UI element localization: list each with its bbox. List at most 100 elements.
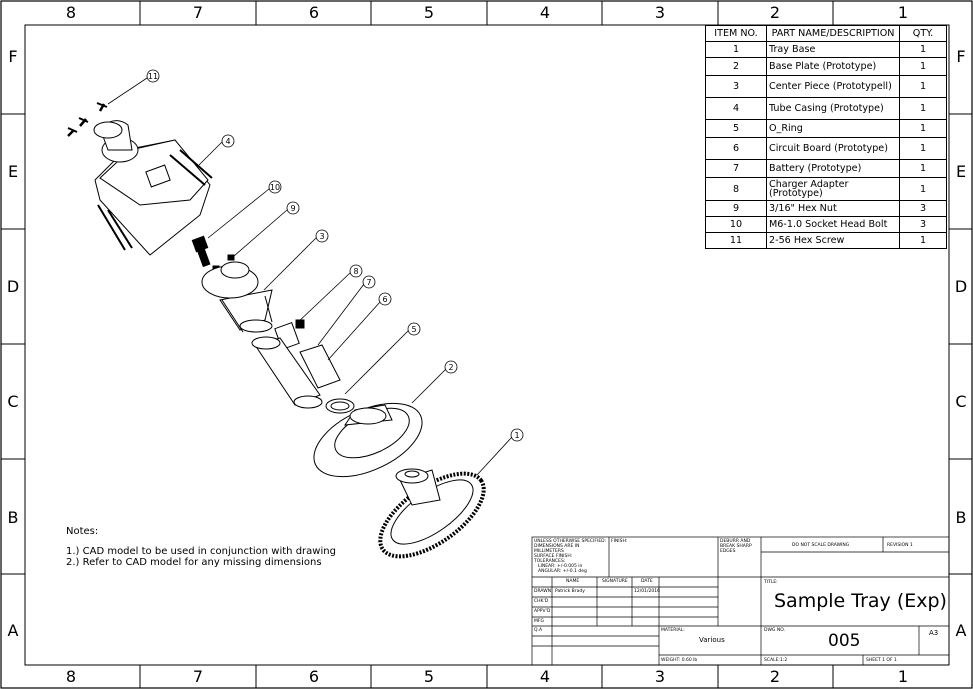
tb-qa: Q.A [534, 628, 543, 633]
zone-row-D-left: D [6, 277, 20, 296]
balloon-label-4: 4 [225, 137, 230, 146]
tb-date-header: DATE [641, 579, 653, 584]
part-4-tube-casing [93, 120, 213, 256]
bom-item-no: 11 [705, 232, 767, 249]
bom-desc: Battery (Prototype) [766, 159, 900, 178]
tb-mfg: MFG [534, 619, 544, 624]
tb-linear: LINEAR: +/-0.005 in [538, 564, 583, 569]
bom-item-no: 9 [705, 200, 767, 217]
bom-header-desc: PART NAME/DESCRIPTION [766, 25, 900, 42]
tb-finish: FINISH: [611, 539, 628, 544]
zone-row-B-right: B [955, 508, 967, 527]
part-6-circuit-board [299, 344, 341, 389]
bom-item-no: 4 [705, 97, 767, 120]
bom-item-no: 2 [705, 57, 767, 76]
callout-balloons [107, 77, 513, 476]
notes-title: Notes: [66, 526, 99, 537]
bom-item-no: 6 [705, 137, 767, 160]
balloon-3: 3 [315, 229, 329, 243]
tb-material: Various [699, 636, 725, 644]
balloon-6: 6 [378, 292, 392, 306]
bom-header-qty: QTY. [899, 25, 947, 42]
balloon-label-8: 8 [353, 267, 358, 276]
bom-qty: 3 [899, 216, 947, 233]
zone-col-5-bottom: 5 [423, 667, 435, 686]
bom-qty: 1 [899, 159, 947, 178]
bom-qty: 1 [899, 177, 947, 201]
tb-surface: SURFACE FINISH: [534, 554, 573, 559]
zone-row-A-left: A [7, 621, 19, 640]
tb-unless: UNLESS OTHERWISE SPECIFIED: [534, 539, 607, 544]
part-7-battery [251, 336, 323, 409]
part-1-tray-base [378, 468, 486, 559]
balloon-label-5: 5 [411, 325, 416, 334]
bom-qty: 1 [899, 57, 947, 76]
balloon-label-6: 6 [382, 295, 387, 304]
zone-col-1-top: 1 [897, 3, 909, 22]
part-10-bolt [191, 235, 211, 268]
tb-tol: TOLERANCES: [534, 559, 566, 564]
tb-material-label: MATERIAL: [661, 628, 685, 633]
balloon-8: 8 [349, 264, 363, 278]
balloon-1: 1 [510, 428, 524, 442]
drawing-notes: Notes: 1.) CAD model to be used in conju… [66, 526, 336, 568]
zone-row-F-right: F [956, 47, 966, 66]
bom-item-no: 3 [705, 75, 767, 98]
zone-col-8-bottom: 8 [65, 667, 77, 686]
bom-desc: Center Piece (Prototypell) [766, 75, 900, 98]
note-line-1: 1.) CAD model to be used in conjunction … [66, 546, 336, 557]
balloon-label-7: 7 [366, 278, 371, 287]
tb-size: A3 [929, 629, 939, 637]
balloon-label-2: 2 [448, 363, 453, 372]
tb-signature-header: SIGNATURE [602, 579, 628, 584]
tb-revision: REVISION 1 [887, 543, 913, 548]
tb-drawn: DRAWN [534, 589, 552, 594]
tb-scale: SCALE:1:2 [764, 658, 788, 663]
bom-desc: O_Ring [766, 119, 900, 138]
bom-qty: 1 [899, 75, 947, 98]
zone-col-4-bottom: 4 [539, 667, 551, 686]
zone-col-6-bottom: 6 [308, 667, 320, 686]
tb-tolerance-block: UNLESS OTHERWISE SPECIFIED: DIMENSIONS A… [534, 539, 608, 574]
zone-col-1-bottom: 1 [897, 667, 909, 686]
bom-desc: 3/16" Hex Nut [766, 200, 900, 217]
bom-item-no: 5 [705, 119, 767, 138]
bom-item-no: 1 [705, 41, 767, 58]
balloon-group: 11 4 10 9 3 8 7 6 5 2 1 [146, 69, 524, 442]
bom-qty: 1 [899, 137, 947, 160]
zone-col-8-top: 8 [65, 3, 77, 22]
bom-desc: Circuit Board (Prototype) [766, 137, 900, 160]
balloon-label-3: 3 [319, 232, 324, 241]
zone-col-2-top: 2 [769, 3, 781, 22]
bom-item-no: 7 [705, 159, 767, 178]
zone-row-D-right: D [954, 277, 968, 296]
part-5-o-ring [325, 398, 355, 414]
balloon-7: 7 [362, 275, 376, 289]
balloon-label-9: 9 [290, 204, 295, 213]
balloon-11: 11 [146, 69, 160, 83]
bom-qty: 1 [899, 41, 947, 58]
balloon-10: 10 [268, 180, 282, 194]
bom-item-no: 8 [705, 177, 767, 201]
bom-desc: Tube Casing (Prototype) [766, 97, 900, 120]
bom-desc: M6-1.0 Socket Head Bolt [766, 216, 900, 233]
bom-desc: Base Plate (Prototype) [766, 57, 900, 76]
bom-qty: 1 [899, 232, 947, 249]
zone-row-A-right: A [955, 621, 967, 640]
zone-col-3-top: 3 [654, 3, 666, 22]
balloon-2: 2 [444, 360, 458, 374]
bom-qty: 3 [899, 200, 947, 217]
note-line-2: 2.) Refer to CAD model for any missing d… [66, 557, 322, 568]
part-2-base-plate [313, 402, 423, 478]
zone-col-2-bottom: 2 [769, 667, 781, 686]
tb-chkd: CHK'D [534, 599, 549, 604]
